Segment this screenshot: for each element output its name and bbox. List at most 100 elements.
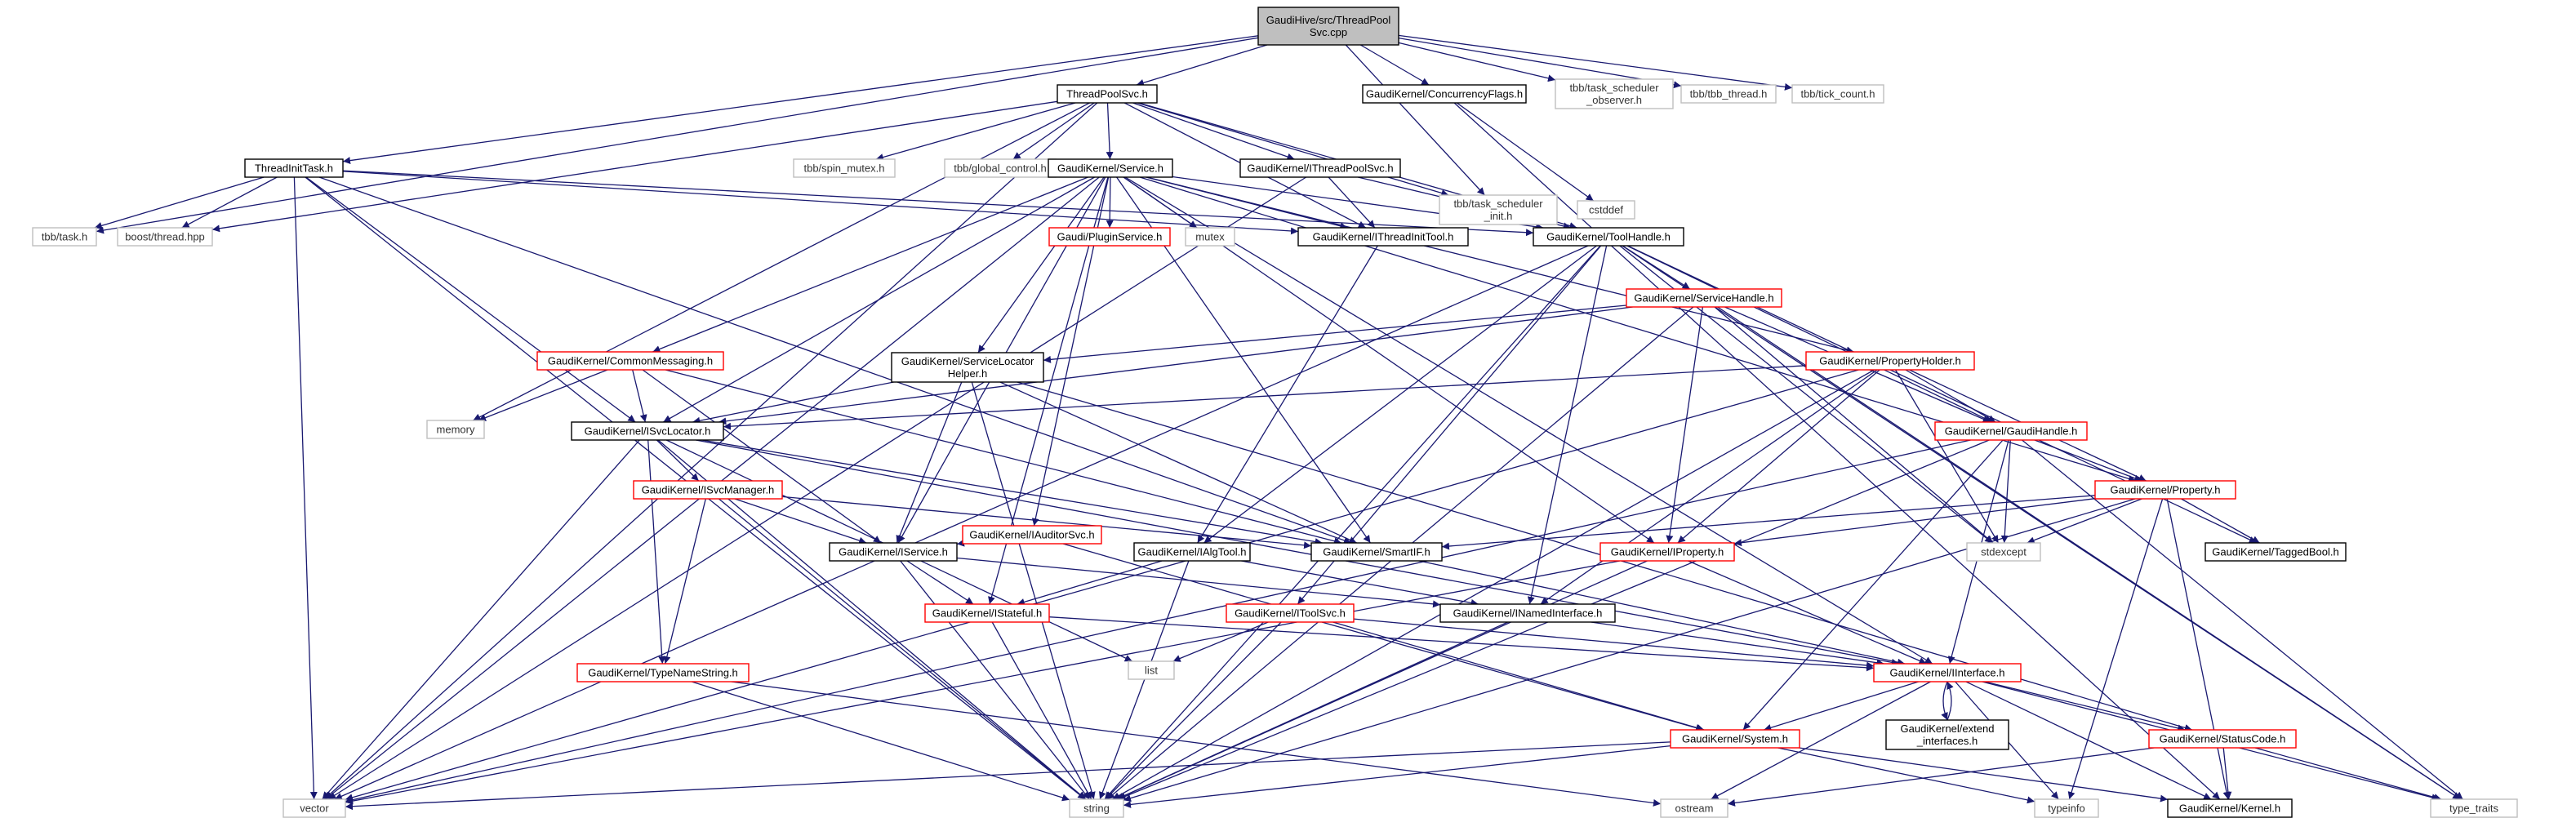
node-tps[interactable]: ThreadPoolSvc.h [1057,84,1158,104]
edge-iinterface-to-ostream [1711,681,1931,800]
node-pluginsvc[interactable]: Gaudi/PluginService.h [1048,227,1171,247]
edge-tps-to-tbbgc [1012,102,1095,160]
node-box-istateful [924,603,1050,623]
node-box-tbbtso [1555,78,1674,109]
node-system[interactable]: GaudiKernel/System.h [1670,729,1800,749]
edge-iservice-to-istateful [906,560,974,605]
node-box-ithreadinit [1297,227,1469,247]
edge-isvcmgr-to-string [718,498,1087,800]
node-cflags[interactable]: GaudiKernel/ConcurrencyFlags.h [1362,84,1527,104]
edge-gaudihandle-to-system [1742,439,2004,731]
edge-itoolsvc-to-string [1105,621,1282,800]
edge-gaudihandle-to-stdexcept [2000,439,2011,544]
edge-gaudihandle-to-typetraits [2022,439,2463,800]
node-smartif[interactable]: GaudiKernel/SmartIF.h [1310,542,1443,562]
node-iproperty[interactable]: GaudiKernel/IProperty.h [1599,542,1735,562]
edge-root-to-tbbtso [1398,42,1556,82]
node-toolhandle[interactable]: GaudiKernel/ToolHandle.h [1533,227,1684,247]
node-label-extendif-line-1: _interfaces.h [1916,735,1978,747]
node-kernel[interactable]: GaudiKernel/Kernel.h [2167,798,2293,818]
edge-property-to-stdexcept [2027,498,2142,544]
node-typenamestr[interactable]: GaudiKernel/TypeNameString.h [576,663,750,682]
edge-extendif-to-iinterface [1946,681,1954,721]
node-box-ostream [1660,798,1728,818]
node-box-typetraits [2430,798,2518,818]
node-ialgtool[interactable]: GaudiKernel/IAlgTool.h [1133,542,1251,562]
edge-svclochelper-to-iservice [896,381,963,544]
node-iinterface[interactable]: GaudiKernel/IInterface.h [1873,663,2022,682]
node-property[interactable]: GaudiKernel/Property.h [2094,480,2236,500]
node-label-tbbtso-line-0: tbb/task_scheduler [1569,82,1659,94]
edge-root-to-tbbtsi [1345,44,1485,196]
node-label-pluginsvc-line-0: Gaudi/PluginService.h [1057,231,1163,243]
node-box-ialgtool [1133,542,1251,562]
node-label-tbbtsi-line-1: _init.h [1484,210,1513,222]
edge-ialgtool-to-inamed [1241,560,1479,607]
node-servicehandle[interactable]: GaudiKernel/ServiceHandle.h [1626,288,1782,308]
node-iservice[interactable]: GaudiKernel/IService.h [829,542,958,562]
edge-typenamestr-to-string [692,681,1070,802]
node-propholder[interactable]: GaudiKernel/PropertyHolder.h [1805,351,1975,371]
edge-root-to-tps [1136,44,1268,87]
node-box-itoolsvc [1226,603,1355,623]
node-label-commonmsg-line-0: GaudiKernel/CommonMessaging.h [548,355,713,367]
node-tit[interactable]: ThreadInitTask.h [244,158,344,178]
edge-inamed-to-iinterface [1591,621,1884,667]
node-label-root-line-1: Svc.cpp [1310,26,1347,38]
node-service[interactable]: GaudiKernel/Service.h [1048,158,1173,178]
node-label-statuscode-line-0: GaudiKernel/StatusCode.h [2160,733,2286,745]
node-root[interactable]: GaudiHive/src/ThreadPoolSvc.cpp [1257,7,1399,46]
node-label-iinterface-line-0: GaudiKernel/IInterface.h [1890,667,2005,679]
node-tbbtso: tbb/task_scheduler_observer.h [1555,78,1674,109]
node-itps[interactable]: GaudiKernel/IThreadPoolSvc.h [1239,158,1401,178]
node-box-smartif [1310,542,1443,562]
edge-toolhandle-to-gaudihandle [1626,245,1993,423]
edge-propholder-to-vector [345,369,1859,802]
edge-typenamestr-to-ostream [731,681,1662,807]
edge-property-to-typeinfo [2067,498,2164,800]
node-ithreadinit[interactable]: GaudiKernel/IThreadInitTool.h [1297,227,1469,247]
node-extendif[interactable]: GaudiKernel/extend_interfaces.h [1885,719,2009,750]
node-label-cstddef-line-0: cstddef [1589,204,1623,216]
edge-servicehandle-to-stdexcept [1714,306,1994,544]
node-inamed[interactable]: GaudiKernel/INamedInterface.h [1439,603,1616,623]
node-boostthread: boost/thread.hpp [117,227,213,247]
node-box-typenamestr [576,663,750,682]
edge-isvcmgr-to-smartif [781,496,1312,549]
node-label-mutex-line-0: mutex [1195,231,1225,243]
node-label-tit-line-0: ThreadInitTask.h [255,162,333,175]
edge-service-to-isvcloc [663,176,1095,423]
edge-servicehandle-to-svclochelper [1043,305,1627,363]
node-label-string-line-0: string [1083,803,1110,815]
node-itoolsvc[interactable]: GaudiKernel/IToolSvc.h [1226,603,1355,623]
edge-tit-to-vector [293,176,318,800]
node-label-ialgtool-line-0: GaudiKernel/IAlgTool.h [1138,546,1247,558]
node-box-iservice [829,542,958,562]
node-box-string [1069,798,1124,818]
node-commonmsg[interactable]: GaudiKernel/CommonMessaging.h [536,351,724,371]
node-taggedbool[interactable]: GaudiKernel/TaggedBool.h [2205,542,2347,562]
node-label-boostthread-line-0: boost/thread.hpp [125,231,205,243]
edge-service-to-commonmsg [652,176,1088,353]
node-istateful[interactable]: GaudiKernel/IStateful.h [924,603,1050,623]
edge-svclochelper-to-smartif [999,381,1357,544]
node-memory: memory [426,420,485,439]
edge-ialgtool-to-string [1099,560,1190,800]
node-label-typenamestr-line-0: GaudiKernel/TypeNameString.h [588,667,738,679]
edge-ialgtool-to-istateful [1017,560,1163,606]
node-iauditor[interactable]: GaudiKernel/IAuditorSvc.h [962,525,1102,545]
edge-cflags-to-kernel [1453,102,2221,800]
node-box-itps [1239,158,1401,178]
node-stdexcept: stdexcept [1966,542,2041,562]
edge-root-to-tbbtask [96,37,1259,234]
node-tbbthread: tbb/tbb_thread.h [1680,84,1777,104]
edge-toolhandle-to-ialgtool [1203,245,1597,544]
node-isvcloc[interactable]: GaudiKernel/ISvcLocator.h [571,421,724,441]
node-gaudihandle[interactable]: GaudiKernel/GaudiHandle.h [1934,421,2088,441]
node-box-iinterface [1873,663,2022,682]
edge-smartif-to-iinterface [1418,560,1906,666]
node-statuscode[interactable]: GaudiKernel/StatusCode.h [2148,729,2297,749]
node-box-system [1670,729,1800,749]
node-isvcmgr[interactable]: GaudiKernel/ISvcManager.h [633,480,783,500]
